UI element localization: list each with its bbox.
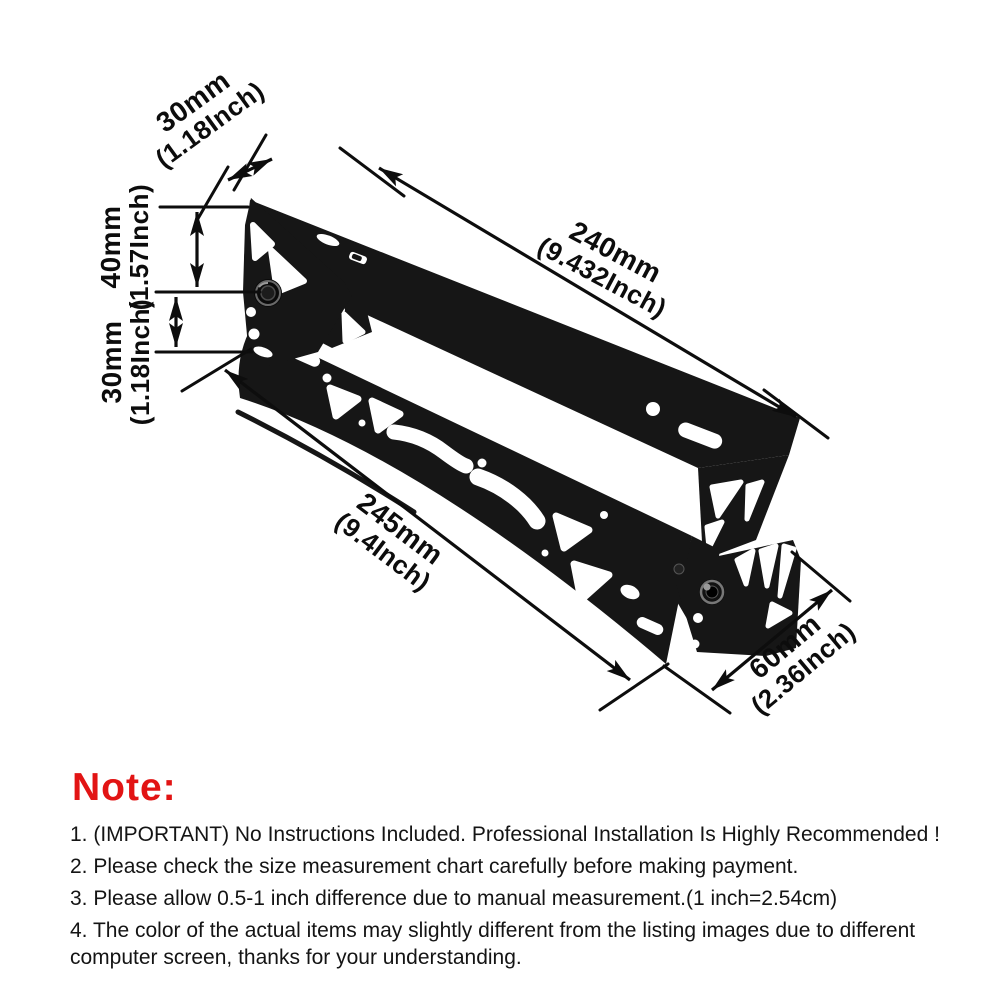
note-item-1: 1. (IMPORTANT) No Instructions Included.… bbox=[70, 822, 940, 846]
dim-arm-height: 40mm (1.57Inch) bbox=[95, 184, 262, 310]
note-item-3: 3. Please allow 0.5-1 inch difference du… bbox=[70, 886, 838, 910]
notes-heading: Note: bbox=[72, 766, 177, 809]
dimension-diagram: 30mm (1.18Inch) 40mm (1.57Inch) 30mm (1.… bbox=[95, 65, 861, 721]
dim-lower-height: 30mm (1.18Inch) bbox=[96, 297, 254, 425]
dim-label-inch: (1.57Inch) bbox=[124, 184, 154, 310]
dim-label-inch: (1.18Inch) bbox=[125, 299, 155, 425]
note-item-4: 4. The color of the actual items may sli… bbox=[70, 918, 916, 969]
dim-label-mm: 40mm bbox=[95, 206, 126, 289]
dim-label-mm: 30mm bbox=[96, 321, 127, 404]
note-item-2: 2. Please check the size measurement cha… bbox=[70, 854, 799, 878]
right-bend-flange bbox=[698, 455, 789, 560]
notes-section: Note: 1. (IMPORTANT) No Instructions Inc… bbox=[70, 766, 988, 976]
dim-bar-length: 240mm (9.432Inch) bbox=[338, 146, 830, 440]
